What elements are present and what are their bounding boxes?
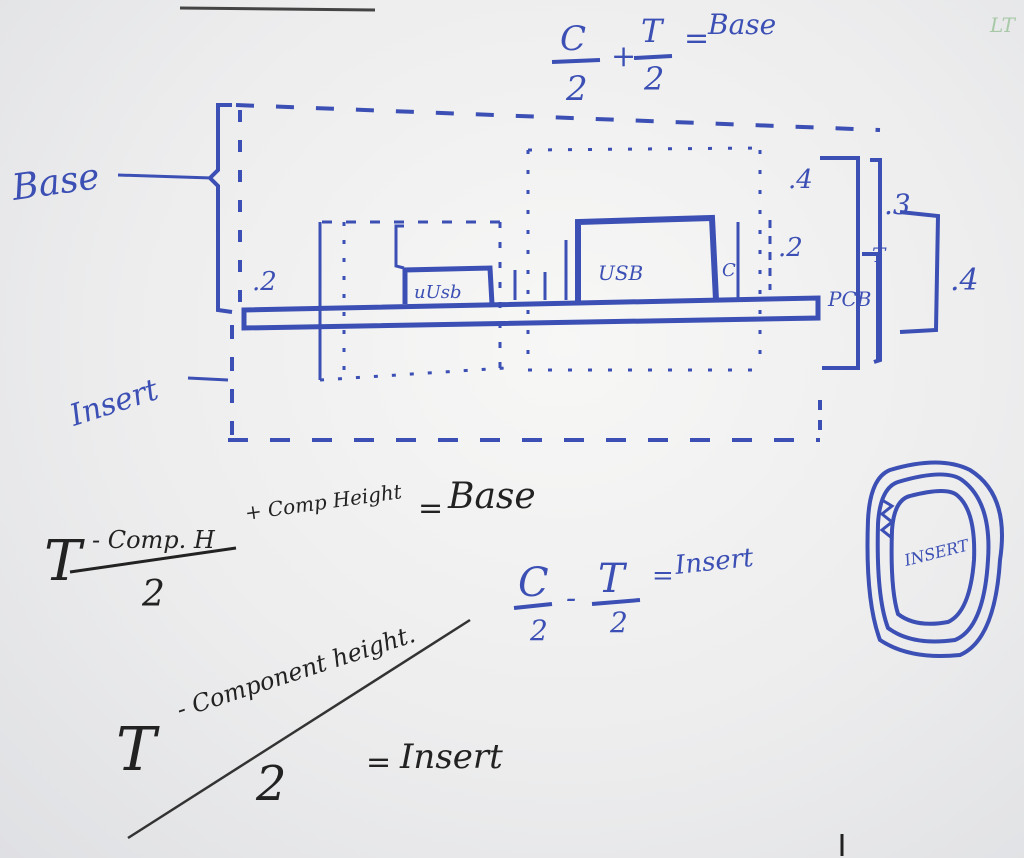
- formula-top-plus: +: [611, 39, 636, 74]
- formula-top: C 2 + T 2 = Base: [551, 8, 776, 109]
- pcb-board: PCB: [241, 287, 871, 331]
- f2-two-a: 2: [529, 614, 548, 647]
- formula-top-two-a: 2: [565, 69, 588, 109]
- t-marker: T: [872, 243, 887, 267]
- dim-right-3: .3: [884, 188, 911, 221]
- formula-black-1: T - Comp. H 2 + Comp Height = Base: [44, 476, 536, 615]
- f2-equals: =: [652, 561, 674, 591]
- formula-top-two-b: 2: [643, 60, 664, 98]
- dim-top-right: .4: [788, 165, 813, 195]
- formula-black-2: T - Component height. 2 = Insert: [116, 618, 503, 840]
- f2-two-b: 2: [609, 606, 628, 639]
- f2-bar-1: [513, 602, 553, 610]
- outer-dashed-box: [228, 103, 881, 448]
- c-marker: C: [722, 260, 736, 281]
- gap-ticks: [513, 220, 772, 300]
- formula-top-bar-1: [551, 58, 601, 64]
- formula-blue-2: C 2 - T 2 = Insert: [513, 543, 756, 647]
- f2-result: Insert: [673, 543, 756, 581]
- f1-denominator: 2: [141, 574, 165, 615]
- base-brace: [207, 103, 233, 314]
- formula-top-result: Base: [707, 8, 776, 41]
- edge-text: LT: [989, 13, 1017, 37]
- insert-leader-line: [187, 376, 229, 382]
- f1-equals: =: [418, 491, 443, 526]
- left-dashed-box: [318, 220, 506, 382]
- f2-c: C: [518, 560, 549, 606]
- dim-right-4: .4: [950, 263, 979, 298]
- label-micro-usb: uUsb: [414, 282, 462, 303]
- top-stroke: [179, 6, 376, 12]
- f1-plus-comp: + Comp Height: [243, 479, 404, 525]
- f1-fraction-bar: [69, 546, 237, 574]
- formula-top-equals: =: [684, 21, 709, 56]
- formula-top-c: C: [560, 19, 586, 59]
- label-insert: Insert: [65, 372, 164, 434]
- f2-minus: -: [566, 581, 576, 616]
- dim-left-gap: .2: [252, 267, 277, 297]
- formula-top-t: T: [641, 12, 665, 50]
- f2b-result: Insert: [399, 737, 503, 777]
- f2-bar-2: [591, 598, 641, 606]
- base-leader-line: [117, 173, 213, 180]
- formula-top-bar-2: [633, 54, 673, 60]
- corner-sketch: [865, 460, 1004, 658]
- f2b-t: T: [116, 715, 160, 785]
- f2b-fraction-bar: [127, 618, 471, 840]
- label-pcb: PCB: [827, 287, 871, 311]
- f2b-minus-comp: - Component height.: [173, 620, 418, 724]
- f2b-denominator: 2: [255, 756, 287, 812]
- f2-t: T: [598, 556, 628, 602]
- f1-t: T: [44, 529, 85, 594]
- f2b-equals: =: [366, 745, 391, 780]
- usb-connector: USB: [575, 214, 719, 304]
- right-dimension-brackets: [820, 156, 941, 370]
- f1-result: Base: [447, 476, 536, 517]
- dim-right-gap: .2: [778, 233, 803, 263]
- label-usb: USB: [598, 261, 643, 285]
- inner-dotted-box: [526, 146, 762, 372]
- corner-sketch-label: INSERT: [901, 535, 971, 570]
- f1-minus-comp: - Comp. H: [92, 526, 216, 554]
- micro-usb-connector: uUsb: [394, 224, 495, 305]
- label-base: Base: [9, 156, 103, 209]
